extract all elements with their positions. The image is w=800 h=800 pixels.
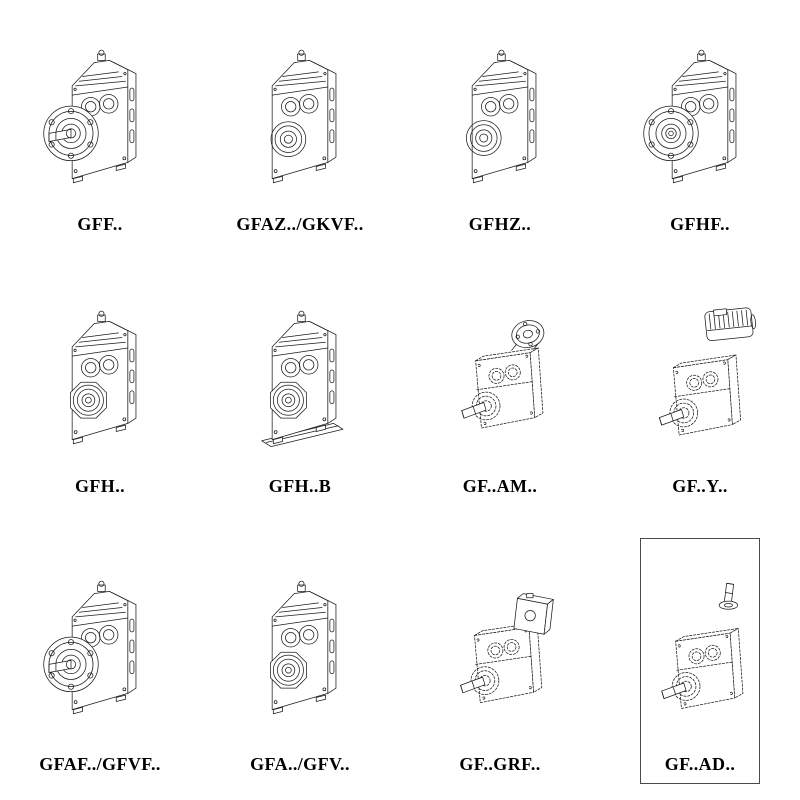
model-label: GFHF.. [670,214,730,234]
model-label: GFAZ../GKVF.. [236,214,364,234]
catalog-item-gfhf: GFHF.. [640,16,760,244]
catalog-item-gf-y: GF..Y.. [640,276,760,506]
model-label: GF..AM.. [462,476,538,496]
shaft-mounted-gearbox-drawing [70,310,137,445]
model-label: GFF.. [77,214,123,234]
catalog-item-gfh-b: GFH..B [240,276,360,506]
catalog-item-gfh: GFH.. [40,276,160,506]
catalog-item-gfhz: GFHZ.. [440,16,560,244]
catalog-item-gfaz-gkvf: GFAZ../GKVF.. [236,16,363,244]
shaft-mounted-gearbox-drawing [270,580,337,715]
gearbox-with-motor-adapter-flange-drawing [461,316,548,429]
catalog-item-gf-grf: GF..GRF.. [440,538,560,784]
model-label: GFH..B [268,476,332,496]
model-label: GFH.. [75,476,125,496]
hollow-shaft-gearbox-drawing [465,49,537,184]
model-label: GF..AD.. [664,754,736,774]
gearbox-with-motor-drawing [659,305,758,436]
hollow-shaft-gearbox-drawing [270,49,337,184]
catalog-item-gf-ad: GF..AD.. [640,538,760,784]
flange-hollow-gearbox-drawing [643,49,737,184]
catalog-item-gfaf-gfvf: GFAF../GFVF.. [39,538,161,784]
shaft-mounted-gearbox-with-base-drawing [261,310,344,447]
model-label: GFAF../GFVF.. [39,754,161,774]
flange-with-shaft-gearbox-drawing [43,49,137,184]
catalog-item-gfa-gfv: GFA../GFV.. [240,538,360,784]
model-label: GF..Y.. [672,476,728,496]
model-label: GFA../GFV.. [250,754,350,774]
gearbox-with-adapter-block-drawing [460,593,554,704]
catalog-item-gff: GFF.. [40,16,160,244]
flange-with-shaft-gearbox-drawing [43,580,137,715]
model-label: GF..GRF.. [459,754,541,774]
model-label: GFHZ.. [468,214,532,234]
gearbox-with-input-shaft-adapter-drawing [661,582,744,709]
catalog-item-gf-am: GF..AM.. [440,276,560,506]
